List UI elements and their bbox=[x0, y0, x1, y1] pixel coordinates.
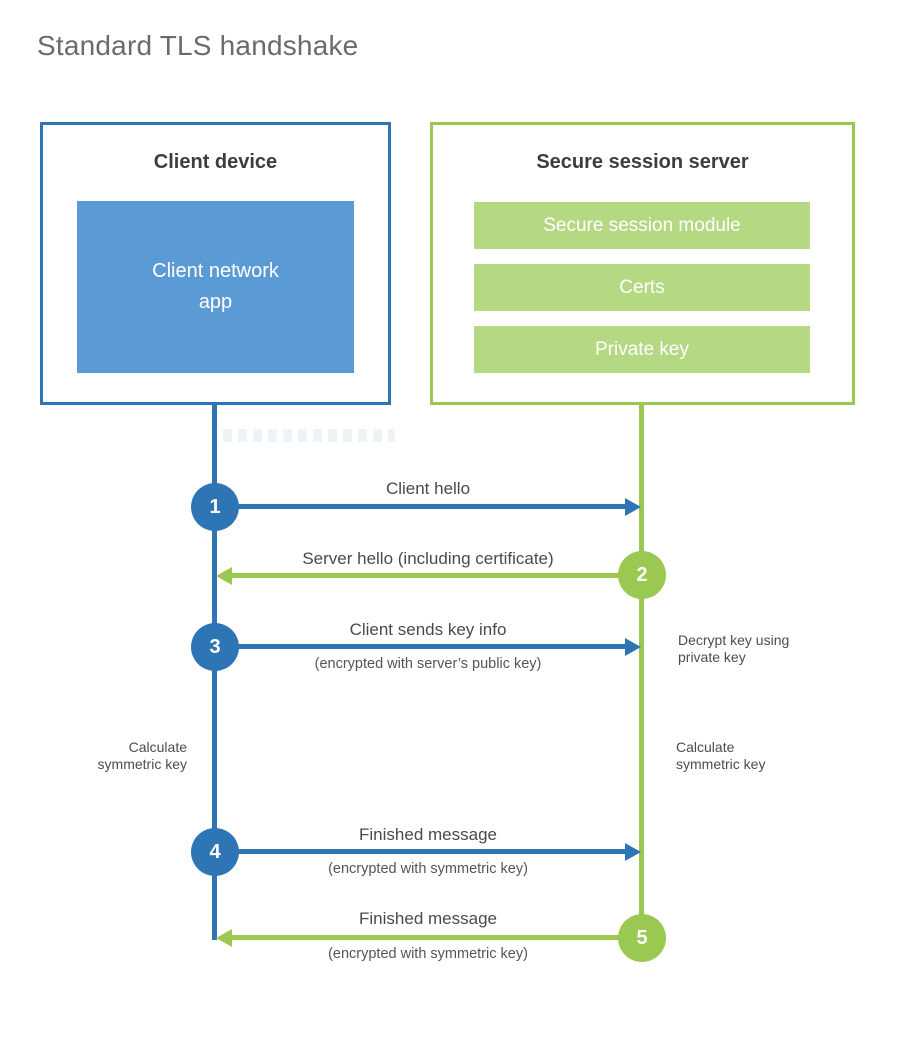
step3-arrowhead-icon bbox=[625, 638, 641, 656]
server-module-bar: Secure session module bbox=[474, 202, 810, 249]
step5-label: Finished message bbox=[359, 909, 497, 928]
server-lifeline bbox=[639, 405, 644, 940]
step1-circle: 1 bbox=[191, 483, 239, 531]
faint-dashes-artifact bbox=[223, 429, 395, 442]
step5-arrow bbox=[232, 935, 642, 940]
client-device-title: Client device bbox=[153, 151, 278, 173]
step3-label: Client sends key info bbox=[349, 620, 507, 639]
step5-arrowhead-icon bbox=[216, 929, 232, 947]
client-lifeline bbox=[212, 405, 217, 940]
step2-arrowhead-icon bbox=[216, 567, 232, 585]
note-calc-right-line2: symmetric key bbox=[676, 756, 766, 773]
step4-arrowhead-icon bbox=[625, 843, 641, 861]
server-private-key-bar: Private key bbox=[474, 326, 810, 373]
step3-sublabel: (encrypted with server’s public key) bbox=[314, 656, 542, 672]
note-decrypt-line2: private key bbox=[678, 649, 746, 666]
secure-session-server-box: Secure session server Secure session mod… bbox=[430, 122, 855, 405]
client-app-label-line2: app bbox=[198, 291, 233, 313]
step1-arrowhead-icon bbox=[625, 498, 641, 516]
server-certs-bar: Certs bbox=[474, 264, 810, 311]
step4-circle: 4 bbox=[191, 828, 239, 876]
step2-arrow bbox=[232, 573, 642, 578]
client-app-label-line1: Client network bbox=[152, 260, 279, 282]
note-calc-left-line2: symmetric key bbox=[97, 756, 187, 773]
step5-sublabel: (encrypted with symmetric key) bbox=[328, 946, 528, 962]
note-calc-right-line1: Calculate bbox=[676, 739, 735, 755]
step4-label: Finished message bbox=[359, 825, 497, 844]
note-decrypt-line1: Decrypt key using bbox=[678, 632, 790, 648]
step4-sublabel: (encrypted with symmetric key) bbox=[328, 861, 528, 877]
step3-arrow bbox=[215, 644, 625, 649]
step1-arrow bbox=[215, 504, 625, 509]
step2-label: Server hello (including certificate) bbox=[302, 549, 554, 568]
note-calculate-symmetric-key-server: Calculate symmetric key bbox=[676, 739, 826, 774]
step3-circle: 3 bbox=[191, 623, 239, 671]
page-title: Standard TLS handshake bbox=[37, 30, 359, 61]
note-calc-left-line1: Calculate bbox=[128, 739, 187, 755]
client-device-box: Client device Client network app bbox=[40, 122, 391, 405]
note-decrypt-key: Decrypt key using private key bbox=[678, 632, 828, 667]
note-calculate-symmetric-key-client: Calculate symmetric key bbox=[47, 739, 187, 774]
step4-arrow bbox=[215, 849, 625, 854]
client-network-app-block: Client network app bbox=[77, 201, 354, 373]
server-title: Secure session server bbox=[536, 151, 749, 173]
step5-circle: 5 bbox=[618, 914, 666, 962]
step2-circle: 2 bbox=[618, 551, 666, 599]
step1-label: Client hello bbox=[385, 479, 471, 498]
